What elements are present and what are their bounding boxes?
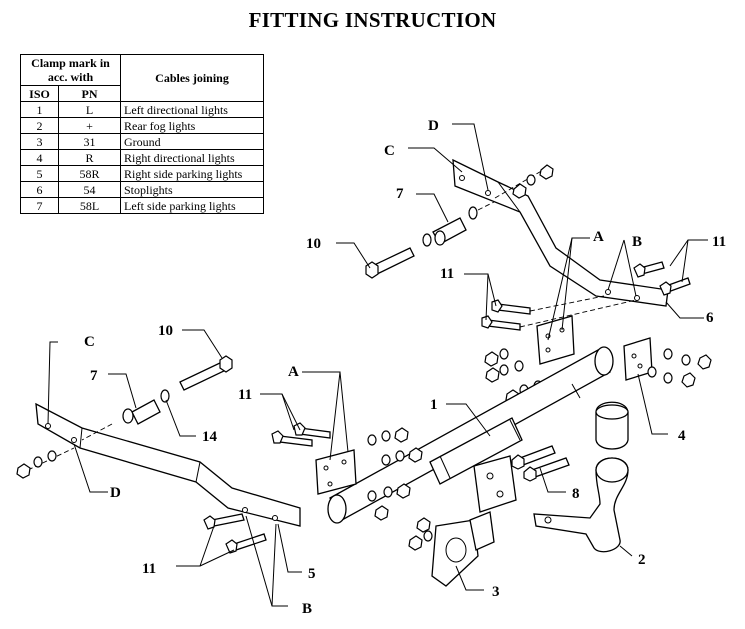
lower-plate-a bbox=[315, 449, 357, 495]
lower-left-bolts bbox=[271, 422, 331, 447]
clamp-mark-table: Clamp mark in acc. with Cables joining I… bbox=[20, 54, 264, 214]
cell-iso: 7 bbox=[20, 197, 59, 214]
callout-d-upper: D bbox=[428, 118, 439, 134]
callout-b-upper: B bbox=[632, 234, 642, 250]
tow-ball-2 bbox=[533, 401, 629, 553]
lower-nut-stack bbox=[367, 427, 423, 521]
callout-11-bottom: 11 bbox=[142, 561, 156, 577]
left-end-fasteners bbox=[16, 447, 75, 479]
left-side-bracket bbox=[35, 402, 301, 527]
header-clamp-mark: Clamp mark in acc. with bbox=[20, 54, 121, 86]
cell-pn: 31 bbox=[58, 133, 121, 150]
callout-c-left: C bbox=[84, 334, 95, 350]
upper-spacer-assembly bbox=[365, 201, 495, 279]
cell-cable: Left side parking lights bbox=[120, 197, 264, 214]
callout-7-left: 7 bbox=[90, 368, 98, 384]
page-title: FITTING INSTRUCTION bbox=[248, 8, 497, 32]
callout-14: 14 bbox=[202, 429, 218, 445]
callout-2: 2 bbox=[638, 552, 646, 568]
callout-b-bottom: B bbox=[302, 601, 312, 617]
nut bbox=[539, 164, 554, 180]
cell-cable: Stoplights bbox=[120, 181, 264, 198]
leader-lines bbox=[47, 123, 708, 607]
callout-6: 6 bbox=[706, 310, 714, 326]
cell-pn: 54 bbox=[58, 181, 121, 198]
callout-11-upper-mid: 11 bbox=[440, 266, 454, 282]
callout-4: 4 bbox=[678, 428, 686, 444]
callout-d-lower: D bbox=[110, 485, 121, 501]
left-spacer-assembly bbox=[81, 355, 233, 441]
nut bbox=[512, 183, 527, 199]
center-plate-a bbox=[536, 315, 575, 365]
ball-mount-bracket bbox=[473, 455, 517, 513]
callout-8: 8 bbox=[572, 486, 580, 502]
table-row: 4 R Right directional lights bbox=[20, 149, 264, 166]
callout-5: 5 bbox=[308, 566, 316, 582]
header-cables-joining: Cables joining bbox=[120, 54, 264, 102]
callout-10-upper: 10 bbox=[306, 236, 321, 252]
bottom-bolts bbox=[203, 513, 267, 554]
cell-cable: Right directional lights bbox=[120, 149, 264, 166]
callout-a-upper: A bbox=[593, 229, 604, 245]
washer bbox=[526, 174, 536, 186]
cell-cable: Ground bbox=[120, 133, 264, 150]
table-header-row: Clamp mark in acc. with Cables joining bbox=[20, 54, 264, 102]
cell-cable: Right side parking lights bbox=[120, 165, 264, 182]
socket-plate-3 bbox=[408, 511, 495, 587]
right-nut-column bbox=[647, 348, 712, 388]
right-side-bracket bbox=[452, 158, 669, 307]
main-crossbeam bbox=[327, 346, 614, 524]
callout-1: 1 bbox=[430, 397, 438, 413]
callout-a-lower: A bbox=[288, 364, 299, 380]
upper-mid-bolts bbox=[481, 295, 637, 331]
upper-right-fasteners bbox=[494, 164, 554, 199]
callout-3: 3 bbox=[492, 584, 500, 600]
callout-10-left: 10 bbox=[158, 323, 173, 339]
callout-7-upper: 7 bbox=[396, 186, 404, 202]
ball-bolts-8 bbox=[511, 445, 570, 482]
table-row: 6 54 Stoplights bbox=[20, 181, 264, 198]
cell-pn: 58L bbox=[58, 197, 121, 214]
table-row: 7 58L Left side parking lights bbox=[20, 197, 264, 214]
table-row: 3 31 Ground bbox=[20, 133, 264, 150]
callout-c-upper: C bbox=[384, 143, 395, 159]
callout-11-left: 11 bbox=[238, 387, 252, 403]
callout-11-upper-right: 11 bbox=[712, 234, 726, 250]
header-pn: PN bbox=[58, 85, 121, 102]
upper-right-bolts bbox=[633, 261, 691, 296]
